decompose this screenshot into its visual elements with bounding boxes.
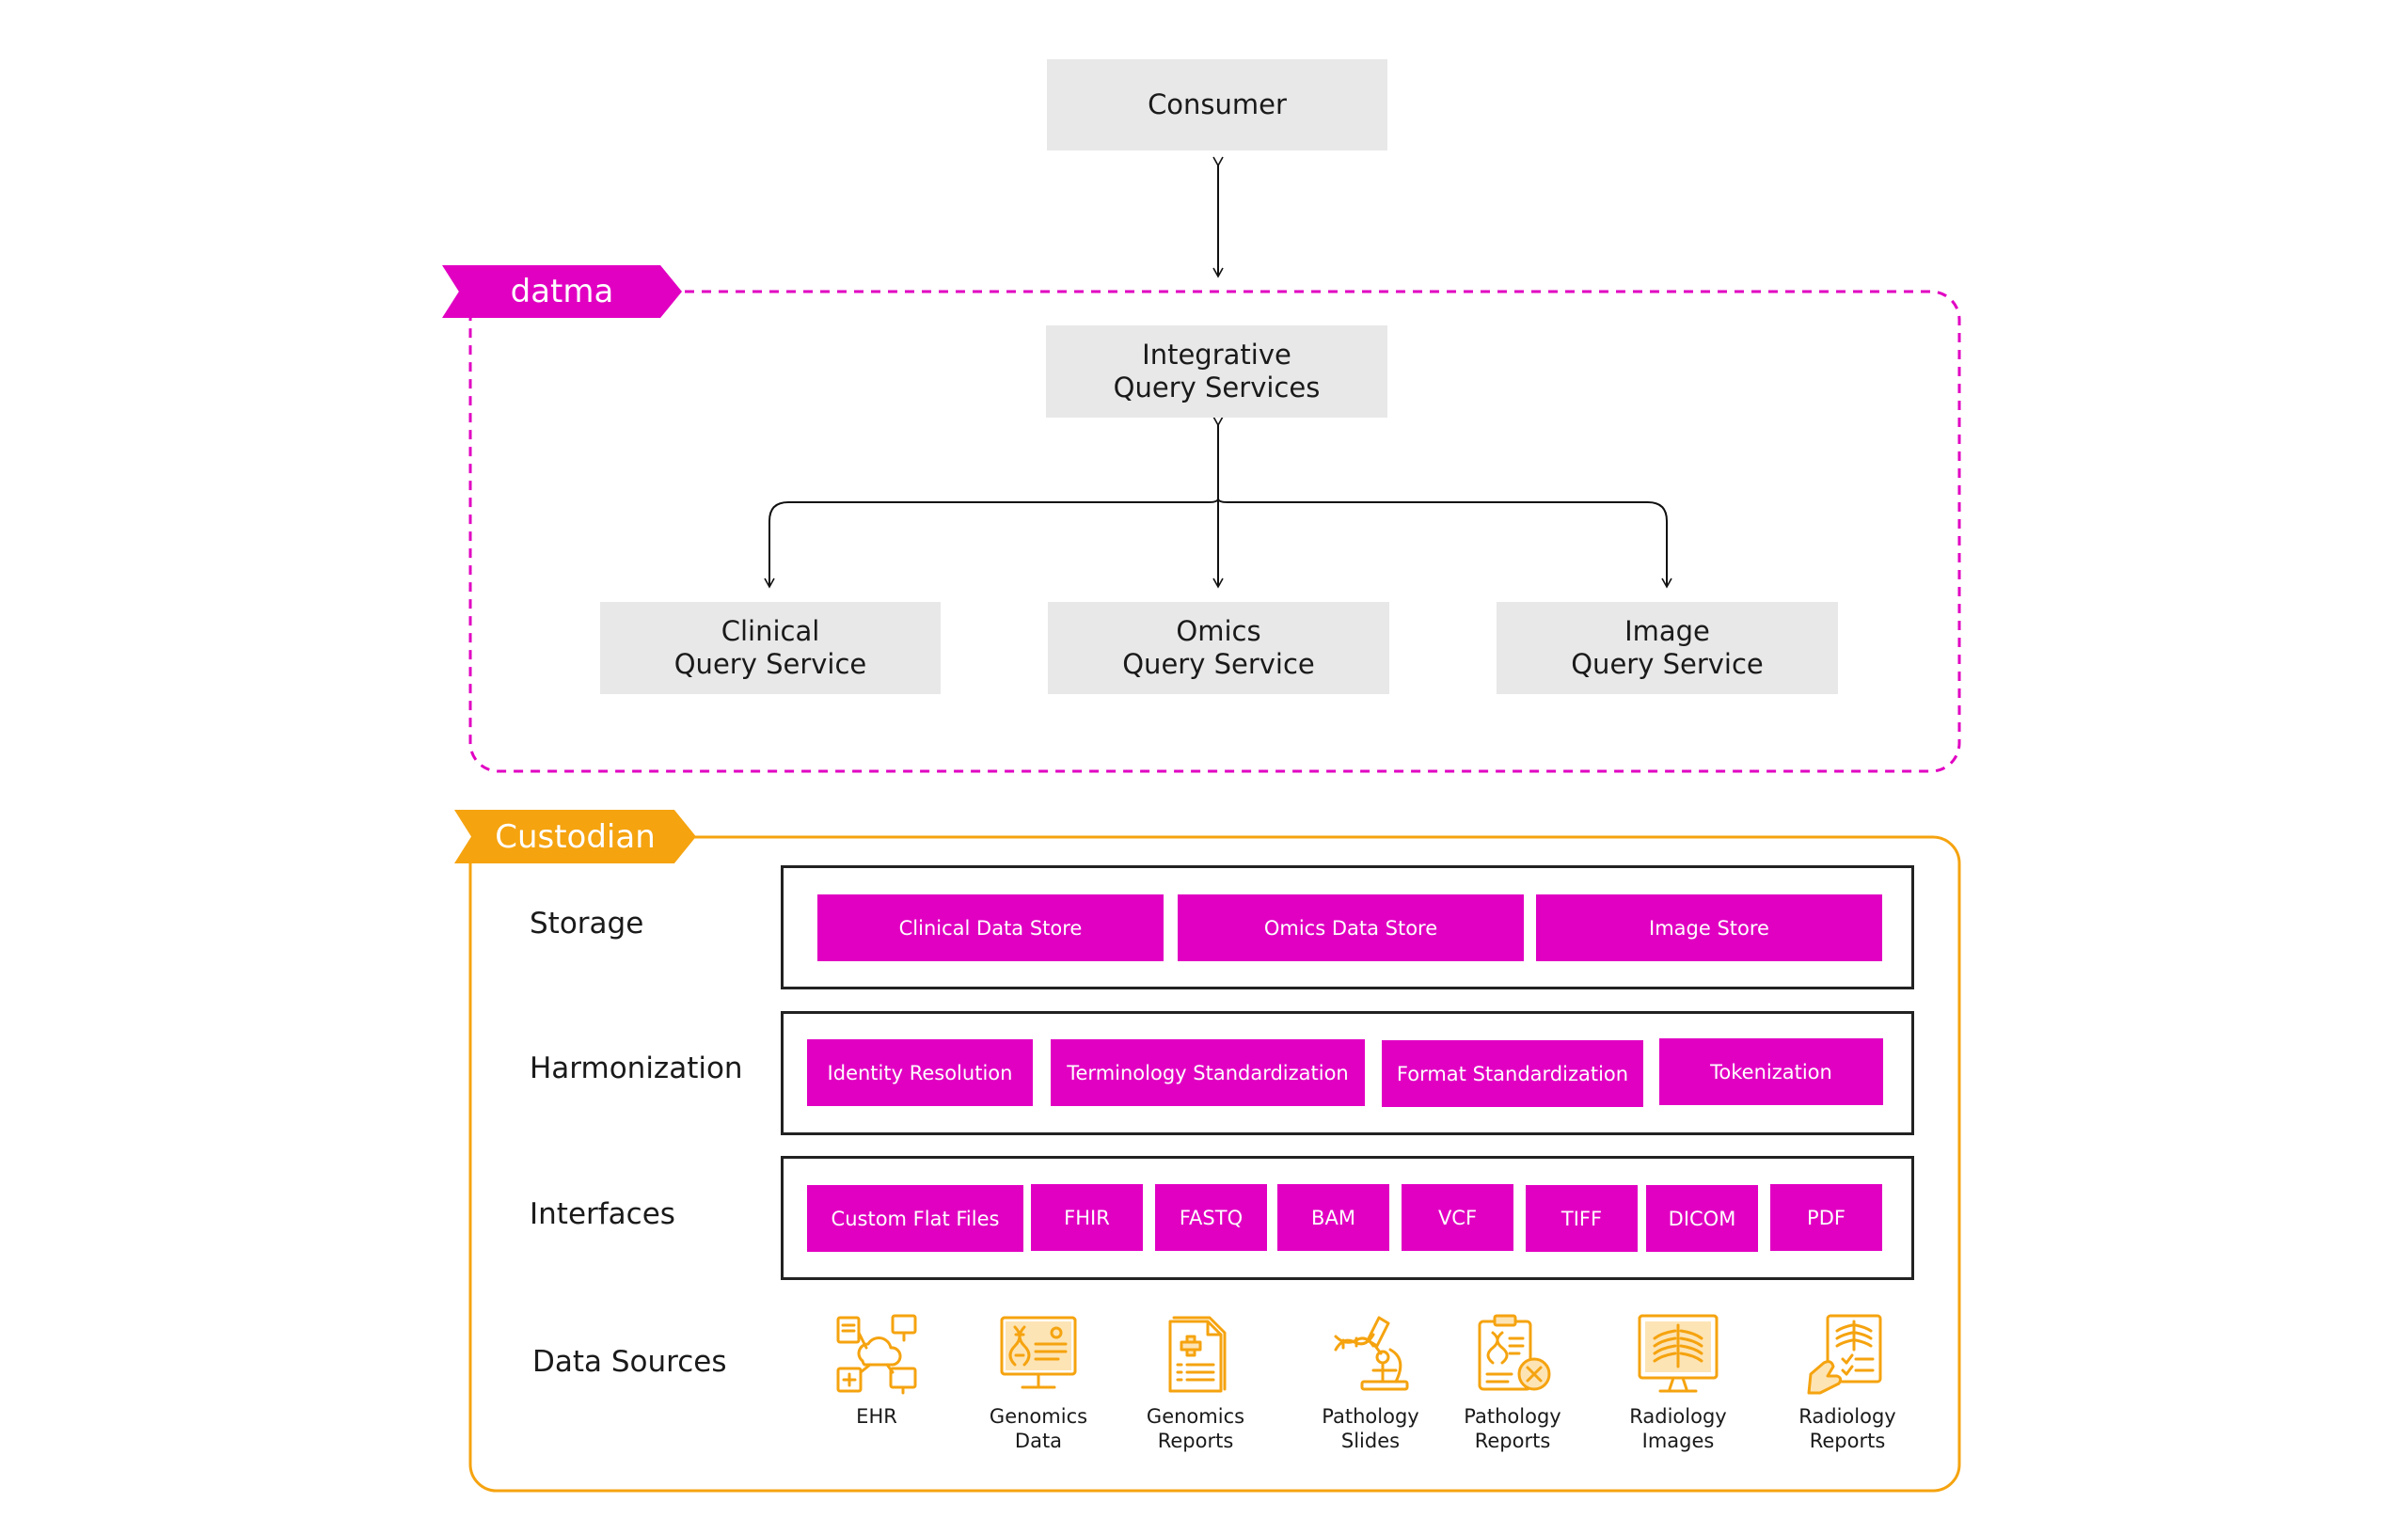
integrative-line2: Query Services (1113, 372, 1321, 403)
data-source-radiology-images: Radiology Images (1608, 1312, 1749, 1453)
branch-image (1217, 498, 1672, 589)
interfaces-panel (781, 1156, 1914, 1280)
data-source-pathology-reports: Pathology Reports (1442, 1312, 1583, 1453)
source-line2: Reports (1157, 1430, 1234, 1452)
microscope-dna-icon (1334, 1316, 1409, 1391)
service-line2: Query Service (1122, 648, 1315, 680)
source-line1: Genomics (989, 1405, 1088, 1428)
datma-group-outline (468, 290, 1961, 773)
omics-query-service-box: Omics Query Service (1048, 602, 1389, 694)
source-line1: Radiology (1798, 1405, 1896, 1428)
datma-tag: datma (442, 265, 682, 318)
integrative-query-services-box: Integrative Query Services (1046, 325, 1387, 418)
clinical-query-service-box: Clinical Query Service (600, 602, 941, 694)
custodian-group-outline (468, 835, 1961, 1493)
interface-item: Custom Flat Files (807, 1185, 1023, 1252)
harmonization-item: Terminology Standardization (1051, 1039, 1365, 1106)
storage-item: Clinical Data Store (817, 894, 1164, 961)
source-line1: Radiology (1629, 1405, 1727, 1428)
harmonization-item: Tokenization (1659, 1038, 1883, 1105)
datma-tag-label: datma (510, 273, 614, 310)
data-source-genomics-reports: Genomics Reports (1125, 1312, 1266, 1453)
harmonization-row-label: Harmonization (530, 1052, 743, 1085)
harmonization-item: Identity Resolution (807, 1039, 1033, 1106)
xray-report-icon (1807, 1314, 1882, 1395)
storage-panel (781, 865, 1914, 989)
source-line1: Genomics (1146, 1405, 1245, 1428)
storage-row-label: Storage (530, 907, 644, 941)
service-line1: Image (1624, 615, 1710, 647)
interface-item: FASTQ (1155, 1184, 1267, 1251)
source-line2: Reports (1474, 1430, 1551, 1452)
data-source-ehr: EHR (806, 1312, 947, 1429)
custodian-tag: Custodian (454, 810, 696, 863)
interface-item: PDF (1770, 1184, 1882, 1251)
image-query-service-box: Image Query Service (1497, 602, 1838, 694)
harmonization-item: Format Standardization (1382, 1040, 1643, 1107)
clipboard-dna-icon (1478, 1314, 1551, 1391)
service-line1: Clinical (721, 615, 820, 647)
ehr-network-icon (836, 1314, 917, 1395)
interface-item: VCF (1402, 1184, 1513, 1251)
branch-clinical (764, 498, 1219, 589)
source-line2: Images (1641, 1430, 1715, 1452)
data-source-pathology-slides: Pathology Slides (1300, 1312, 1441, 1453)
interfaces-row-label: Interfaces (530, 1197, 675, 1231)
service-line2: Query Service (1571, 648, 1764, 680)
service-line2: Query Service (673, 648, 867, 680)
consumer-box: Consumer (1047, 59, 1387, 150)
consumer-label: Consumer (1148, 88, 1287, 120)
source-line1: Pathology (1464, 1405, 1561, 1428)
storage-item: Image Store (1536, 894, 1882, 961)
source-line2: Slides (1340, 1430, 1401, 1452)
source-line2: Reports (1809, 1430, 1886, 1452)
interface-item: DICOM (1646, 1185, 1758, 1252)
interface-item: BAM (1277, 1184, 1389, 1251)
interface-item: TIFF (1526, 1185, 1638, 1252)
data-sources-row-label: Data Sources (532, 1345, 727, 1379)
harmonization-panel (781, 1011, 1914, 1135)
integrative-line1: Integrative (1142, 339, 1291, 371)
storage-item: Omics Data Store (1178, 894, 1524, 961)
source-line1: Pathology (1322, 1405, 1419, 1428)
service-line1: Omics (1176, 615, 1261, 647)
custodian-tag-label: Custodian (495, 817, 656, 856)
data-source-radiology-reports: Radiology Reports (1777, 1312, 1918, 1453)
source-line2: Data (1014, 1430, 1063, 1452)
data-source-genomics-data: Genomics Data (968, 1312, 1109, 1453)
genomics-monitor-icon (1000, 1316, 1077, 1389)
xray-monitor-icon (1638, 1314, 1719, 1393)
source-line1: EHR (856, 1405, 897, 1428)
interface-item: FHIR (1031, 1184, 1143, 1251)
medical-report-icon (1168, 1316, 1227, 1393)
